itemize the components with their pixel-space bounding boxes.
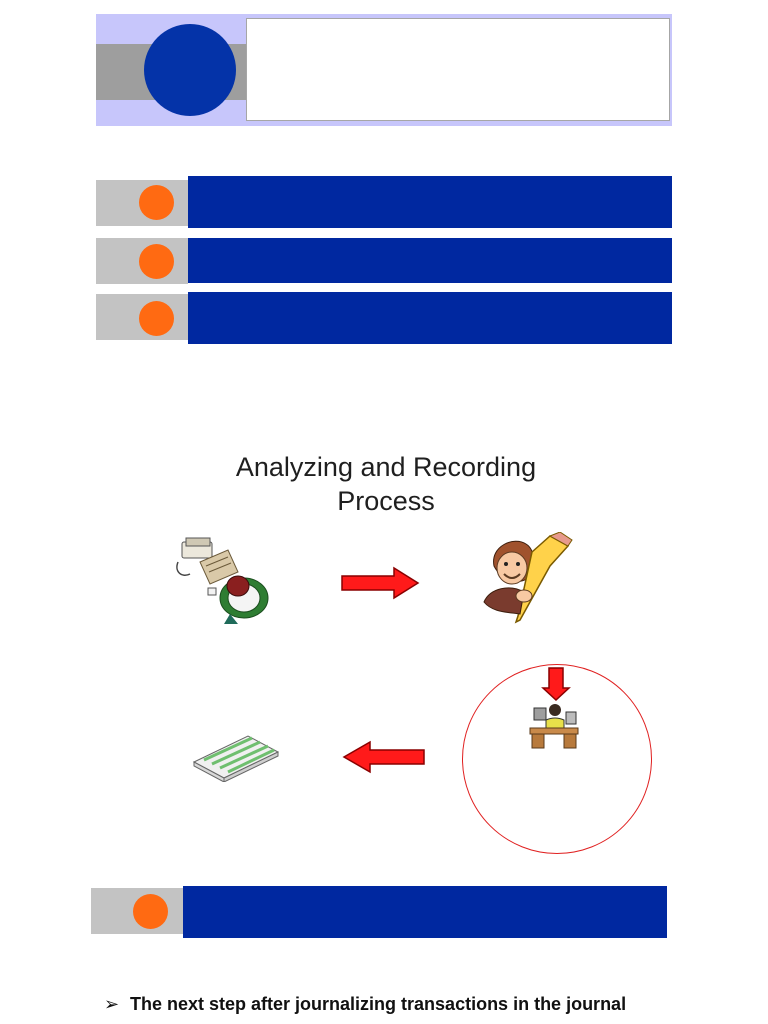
bullet-text-line: ➢ The next step after journalizing transa… — [104, 994, 724, 1015]
bullet-bar-4 — [183, 886, 667, 938]
header-disc-icon — [144, 24, 236, 116]
bullet-dot-3-icon — [139, 301, 174, 336]
process-title: Analyzing and Recording Process — [184, 450, 588, 518]
header-title-box — [246, 18, 670, 121]
bullet-dot-4-icon — [133, 894, 168, 929]
process-title-line-1: Analyzing and Recording — [235, 452, 537, 482]
process-title-line-2: Process — [337, 486, 435, 516]
bullet-dot-2-icon — [139, 244, 174, 279]
bullet-arrow-icon: ➢ — [104, 994, 120, 1014]
bullet-bar-2 — [188, 238, 672, 283]
bullet-bar-1 — [188, 176, 672, 228]
person-at-desk-icon — [528, 700, 580, 752]
bullet-dot-1-icon — [139, 185, 174, 220]
arrow-left-icon — [340, 740, 426, 774]
person-with-pencil-icon — [480, 532, 574, 628]
arrow-right-icon — [340, 566, 420, 600]
stack-of-ledger-sheets-icon — [190, 732, 280, 782]
bullet-bar-3 — [188, 292, 672, 344]
cycle-ring — [462, 664, 652, 854]
person-at-desk-with-documents-icon — [172, 536, 272, 626]
bullet-text: The next step after journalizing transac… — [130, 994, 627, 1014]
